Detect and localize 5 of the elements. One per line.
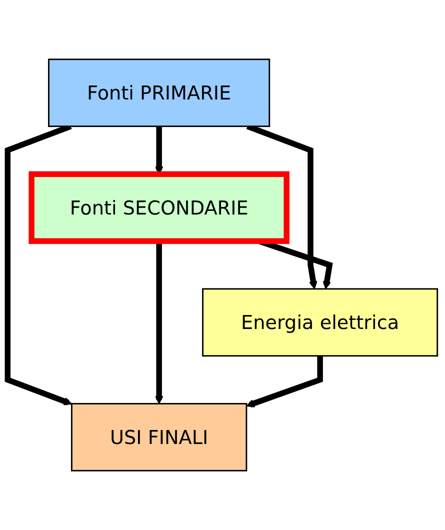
arrow [246,356,323,408]
node-box: Energia elettrica [202,288,438,357]
node-box: Fonti SECONDARIE [28,171,290,244]
node-box: Fonti PRIMARIE [48,58,270,128]
node-box: USI FINALI [70,402,248,472]
